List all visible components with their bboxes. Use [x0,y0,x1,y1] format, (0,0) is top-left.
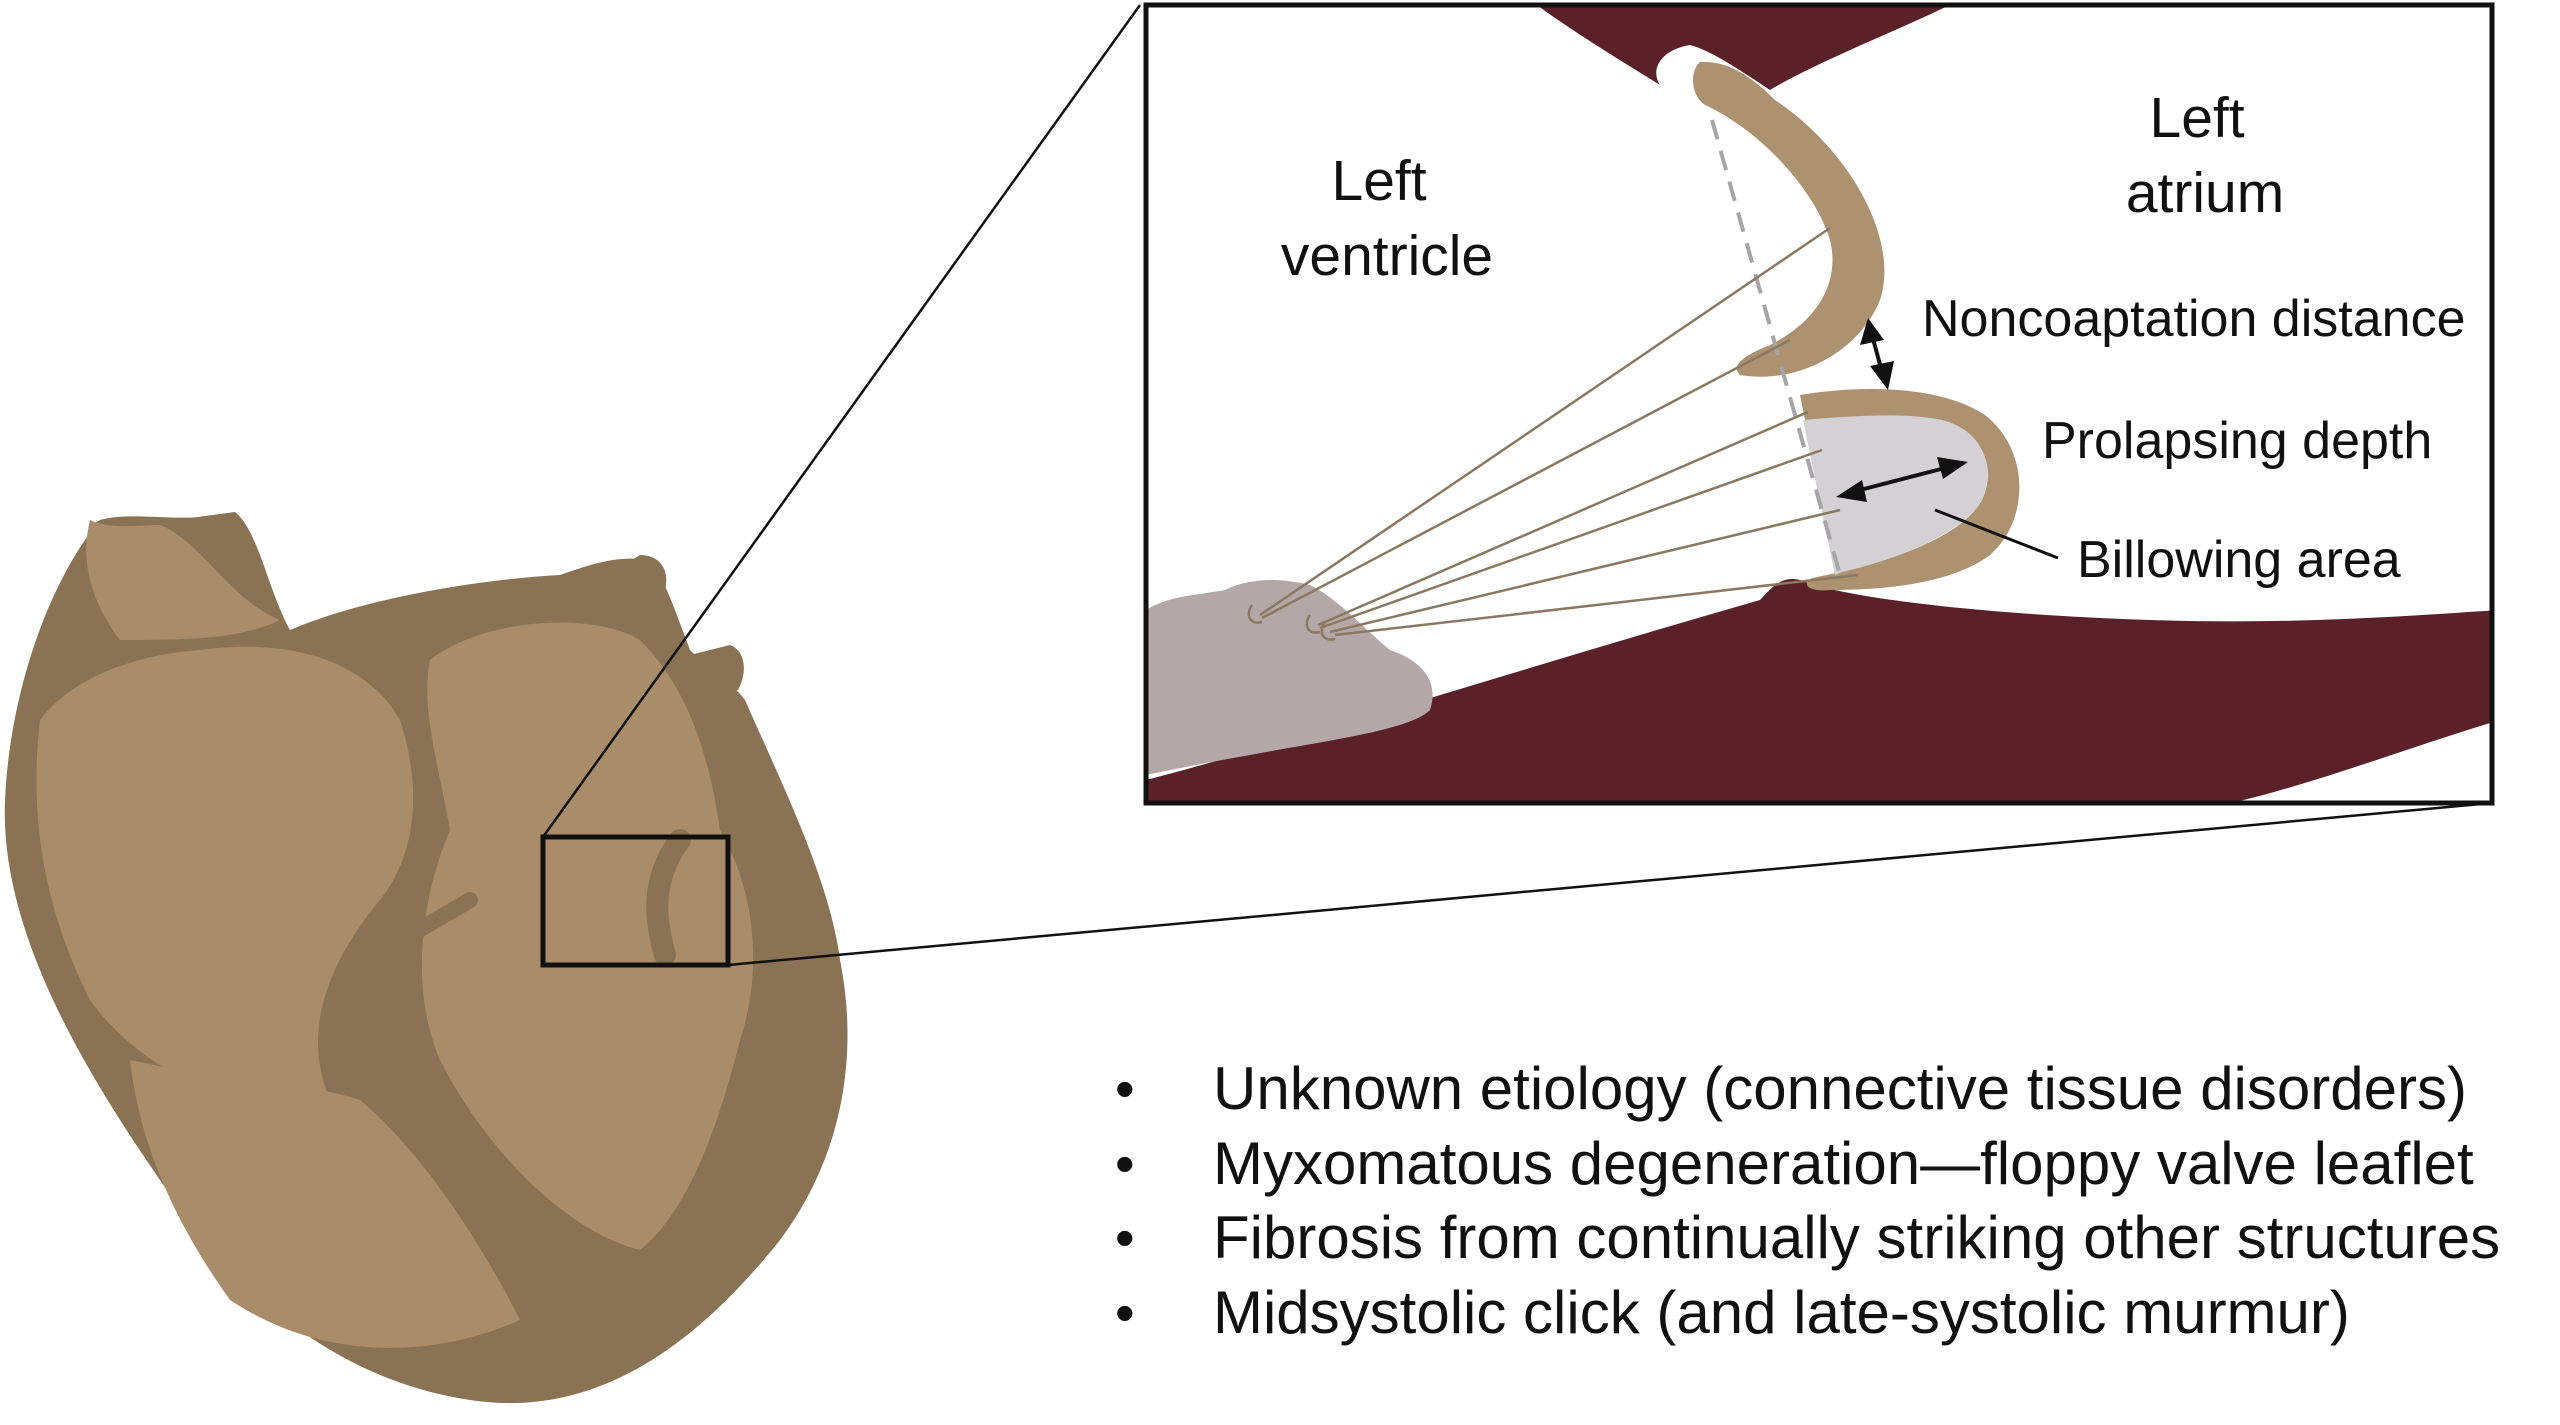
finding-item: Unknown etiology (connective tissue diso… [1115,1052,2500,1127]
prolapsing-depth-arrow [1836,457,1968,502]
myocardium-top [1536,5,1950,90]
chorda-6 [1334,573,1859,637]
heart-coronary-branch [332,892,478,1008]
label-left-atrium: Left atrium [2126,86,2284,225]
chorda-5 [1329,508,1841,634]
noncoaptation-arrowhead-up [1860,318,1884,345]
label-billowing-area: Billowing area [2077,531,2401,589]
zoom-region-box [540,834,731,968]
heart-left-ventricle [421,622,754,1250]
finding-item: Fibrosis from continually striking other… [1115,1201,2500,1276]
chorda-4 [1319,448,1823,630]
zoom-connector-top [541,4,1142,838]
finding-item: Midsystolic click (and late-systolic mur… [1115,1276,2500,1351]
chorda-1 [1259,226,1831,617]
chordae-tendineae [1247,226,1859,641]
chorda-2 [1261,338,1791,620]
findings-list: Unknown etiology (connective tissue diso… [1115,1052,2500,1350]
noncoaptation-arrow [1860,318,1894,390]
noncoaptation-arrowhead-down [1870,361,1894,390]
heart-vessel-stub-2 [690,645,744,700]
heart-vessel-stub-1 [590,555,667,610]
label-left-ventricle: Left ventricle [1281,149,1493,288]
chorda-hook-1 [1247,604,1263,624]
posterior-leaflet [1800,389,2020,591]
heart-apex-region [130,1060,520,1348]
chorda-3 [1317,410,1809,627]
heart-coronary-vessel [646,829,691,966]
heart-right-atrium [86,520,280,640]
billowing-leader-line [1934,508,2059,560]
myocardium-bottom [1146,579,2492,803]
anterior-leaflet [1693,61,1885,377]
chorda-hook-3 [1320,621,1336,641]
papillary-muscle [1146,580,1433,775]
billowing-area [1803,415,1988,575]
heart-right-ventricle [36,646,414,1105]
label-noncoaptation-distance: Noncoaptation distance [1922,290,2466,348]
label-prolapsing-depth: Prolapsing depth [2042,412,2432,470]
inset-frame [1143,2,2495,806]
zoom-connector-bottom [727,801,2493,967]
valve-inset: Left ventricle Left atrium Noncoaptation… [1143,2,2495,806]
heart-illustration [4,512,848,1404]
finding-item: Myxomatous degeneration—floppy valve lea… [1115,1127,2500,1202]
prolapsing-arrowhead-right [1937,457,1968,479]
prolapsing-arrowhead-left [1836,480,1867,502]
prolapsing-arrow-shaft [1859,466,1946,492]
chorda-hook-2 [1305,614,1321,634]
